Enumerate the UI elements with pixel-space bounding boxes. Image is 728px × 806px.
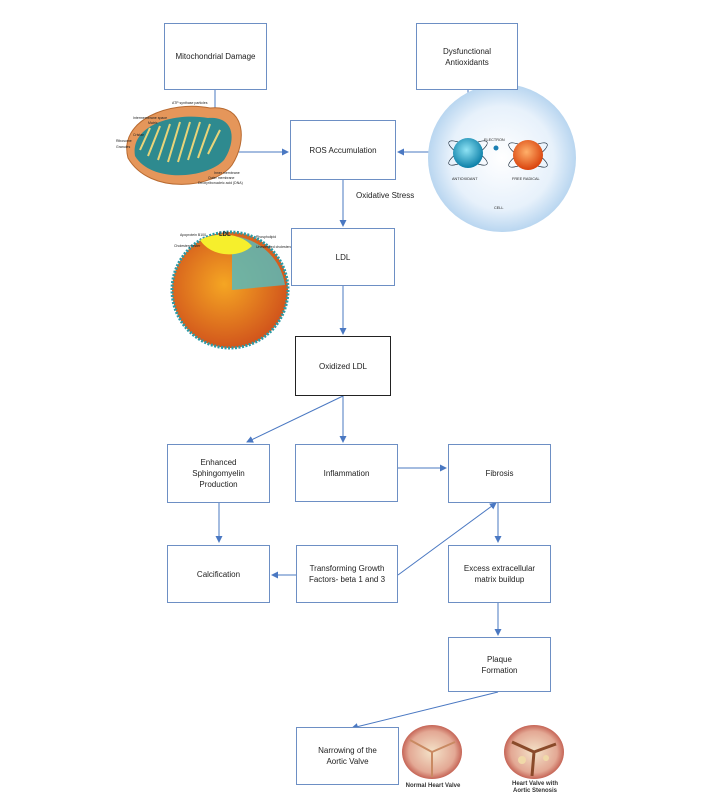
mito-label: Granules (116, 145, 130, 149)
node-plaque-formation: Plaque Formation (448, 637, 551, 692)
ldl-label: Unesterified cholesterol (256, 245, 293, 249)
stenosis-valve-caption: Heart Valve with Aortic Stenosis (511, 781, 559, 794)
normal-valve-caption: Normal Heart Valve (405, 783, 461, 789)
mito-label: Matrix (148, 121, 158, 125)
node-inflammation: Inflammation (295, 444, 398, 502)
mito-label: Outer membrane (208, 176, 235, 180)
mito-label: Ribosome (116, 139, 132, 143)
arrow-tgf-to-fibrosis (397, 502, 497, 576)
cell-label: CELL (494, 206, 504, 210)
node-enhanced-sphingomyelin: Enhanced Sphingomyelin Production (167, 444, 270, 503)
cell-label: ANTIOXIDANT (452, 177, 478, 181)
node-dysfunctional-antioxidants: Dysfunctional Antioxidants (416, 23, 518, 90)
node-fibrosis: Fibrosis (448, 444, 551, 503)
ldl-particle-illustration: LDL Apoprotein B100 Phospholipid Cholest… (170, 230, 293, 350)
cell-label: ELECTRON (484, 138, 505, 142)
node-tgf-beta: Transforming Growth Factors- beta 1 and … (296, 545, 398, 603)
mitochondrion-illustration: ATP synthase particles Intermembrane spa… (116, 101, 243, 185)
ldl-title: LDL (219, 232, 231, 238)
edge-label-oxidative-stress: Oxidative Stress (356, 191, 415, 200)
mito-label: Intermembrane space (133, 116, 167, 120)
arrow-oxldl-to-sphingo (246, 395, 344, 443)
ldl-label: Phospholipid (256, 235, 276, 239)
node-ros-accumulation: ROS Accumulation (290, 120, 396, 180)
mito-label: Deoxyribonucleic acid (DNA) (198, 181, 243, 185)
arrow-plaque-to-narrowing (351, 691, 499, 730)
mito-label: Inner membrane (214, 171, 240, 175)
node-ldl: LDL (291, 228, 395, 286)
ldl-label: Cholesteryl ester (174, 244, 201, 248)
node-narrowing-aortic-valve: Narrowing of the Aortic Valve (296, 727, 399, 785)
node-excess-ecm: Excess extracellular matrix buildup (448, 545, 551, 603)
stenosis-heart-valve-image (504, 725, 564, 779)
cell-label: FREE RADICAL (512, 177, 540, 181)
ldl-label: Apoprotein B100 (180, 233, 206, 237)
mito-label: Cristae (133, 133, 144, 137)
antioxidant-cell-illustration: ELECTRON ANTIOXIDANT FREE RADICAL CELL (428, 84, 576, 232)
node-mitochondrial-damage: Mitochondrial Damage (164, 23, 267, 90)
normal-heart-valve-image (402, 725, 462, 779)
node-calcification: Calcification (167, 545, 270, 603)
node-oxidized-ldl: Oxidized LDL (295, 336, 391, 396)
mito-label: ATP synthase particles (172, 101, 208, 105)
